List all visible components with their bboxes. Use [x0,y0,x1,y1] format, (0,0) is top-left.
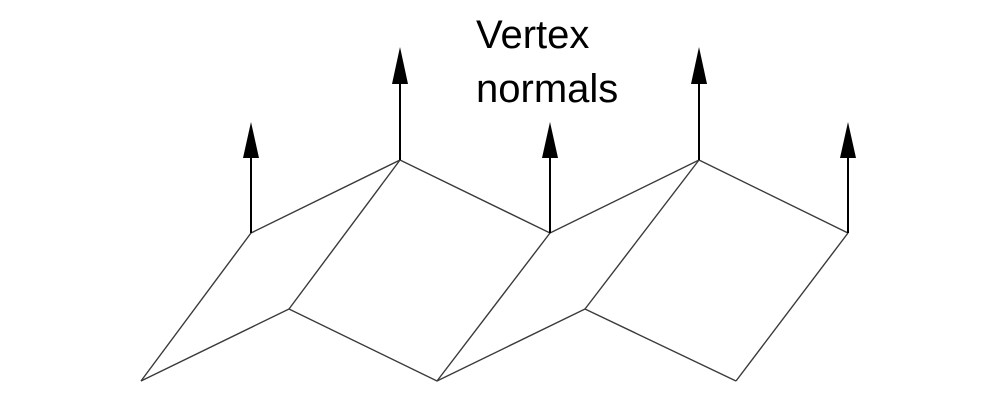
normal-arrow-3 [542,122,558,233]
mesh-edge-3 [436,232,551,382]
mesh-surface [140,159,849,382]
normal-arrow-1 [243,122,259,233]
vertex-normals-label-line2: normals [476,67,619,111]
mesh-edge-1 [140,232,252,382]
mesh-edge-5 [735,232,849,382]
mesh-edge-2 [288,159,401,310]
mesh-bottom-edge [140,308,737,382]
vertex-normals-label-line1: Vertex [476,13,590,57]
normal-arrow-2 [392,47,408,160]
normal-arrow-4 [691,47,707,160]
mesh-edge-4 [584,159,700,310]
vertex-normals [243,47,856,233]
normal-arrow-5 [840,122,856,233]
